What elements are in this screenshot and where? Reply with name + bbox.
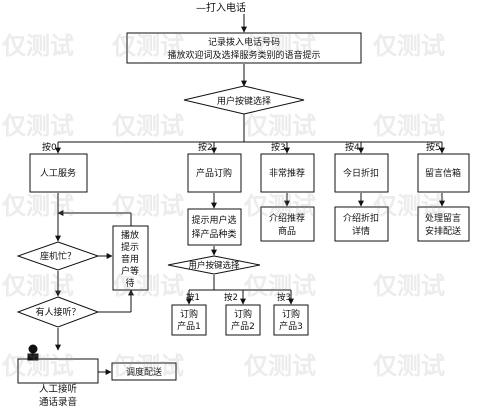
prompt-label-2: 择产品种类 — [191, 228, 236, 240]
order-product-3-box — [273, 304, 309, 336]
voicemail-process-box — [417, 206, 470, 242]
today-discount-label: 今日折扣 — [343, 167, 379, 179]
recommend-label-2: 商品 — [278, 225, 296, 237]
voicemail-box — [417, 153, 470, 193]
play-prompt-label-3: 音用 — [121, 253, 139, 265]
start-label: —打入电话 — [196, 1, 246, 14]
agent-box — [17, 358, 99, 384]
menu-label: 用户按键选择 — [217, 95, 271, 107]
menu-diamond — [183, 85, 305, 115]
record-box — [126, 32, 362, 64]
record-label-1: 记录拨入电话号码 — [208, 36, 280, 48]
order-product-3-label-2: 产品3 — [279, 320, 303, 332]
submenu-diamond — [167, 255, 261, 275]
play-prompt-label-1: 播放 — [121, 229, 139, 241]
prompt-box — [187, 208, 242, 246]
discount-box — [334, 206, 389, 242]
record-label-2: 播放欢迎词及选择服务类别的语音提示 — [167, 49, 320, 61]
busy-label: 座机忙？ — [40, 250, 76, 262]
order-product-1-box — [171, 304, 207, 336]
special-recommend-label: 非常推荐 — [269, 167, 305, 179]
product-order-box — [187, 153, 242, 193]
prompt-label-1: 提示用户选 — [191, 214, 236, 226]
product-order-label: 产品订购 — [196, 167, 232, 179]
manual-service-label: 人工服务 — [40, 167, 76, 179]
order-product-2-label-1: 订购 — [234, 308, 252, 320]
order-product-1-label-1: 订购 — [180, 308, 198, 320]
manual-service-box — [29, 153, 88, 193]
today-discount-box — [334, 153, 389, 193]
recommend-box — [260, 206, 315, 242]
busy-diamond — [16, 241, 100, 271]
key-2-label: 按2 — [198, 141, 213, 153]
voicemail-process-label-1: 处理留言 — [425, 212, 461, 224]
agent-label-2: 通话录音 — [39, 396, 77, 408]
key-5-label: 按5 — [426, 141, 441, 153]
key-3-label: 按3 — [271, 141, 286, 153]
recommend-label-1: 介绍推荐 — [269, 212, 305, 224]
voicemail-label: 留言信箱 — [425, 167, 461, 179]
play-prompt-label-5: 待 — [125, 277, 134, 289]
subkey-1-label: 按1 — [186, 292, 200, 303]
order-product-3-label-1: 订购 — [282, 308, 300, 320]
play-prompt-label-4: 户等 — [121, 265, 139, 277]
submenu-label: 用户按键选择 — [188, 260, 240, 271]
order-product-1-label-2: 产品1 — [177, 320, 201, 332]
discount-label-1: 介绍折扣 — [343, 212, 379, 224]
answered-diamond — [16, 296, 100, 328]
voicemail-process-label-2: 安排配送 — [425, 225, 461, 237]
key-4-label: 按4 — [345, 141, 360, 153]
order-product-2-box — [225, 304, 261, 336]
dispatch-label: 调度配送 — [126, 366, 162, 378]
key-0-label: 按0 — [42, 141, 57, 153]
play-prompt-box — [112, 225, 149, 291]
person-icon — [27, 344, 39, 361]
agent-label-1: 人工接听 — [39, 383, 78, 395]
special-recommend-box — [260, 153, 315, 193]
discount-label-2: 详情 — [352, 225, 370, 237]
dispatch-box — [111, 362, 177, 381]
answered-label: 有人接听？ — [35, 306, 80, 318]
subkey-3-label: 按3 — [277, 292, 291, 303]
play-prompt-label-2: 提示 — [121, 242, 139, 253]
order-product-2-label-2: 产品2 — [231, 320, 255, 332]
subkey-2-label: 按2 — [224, 292, 238, 303]
